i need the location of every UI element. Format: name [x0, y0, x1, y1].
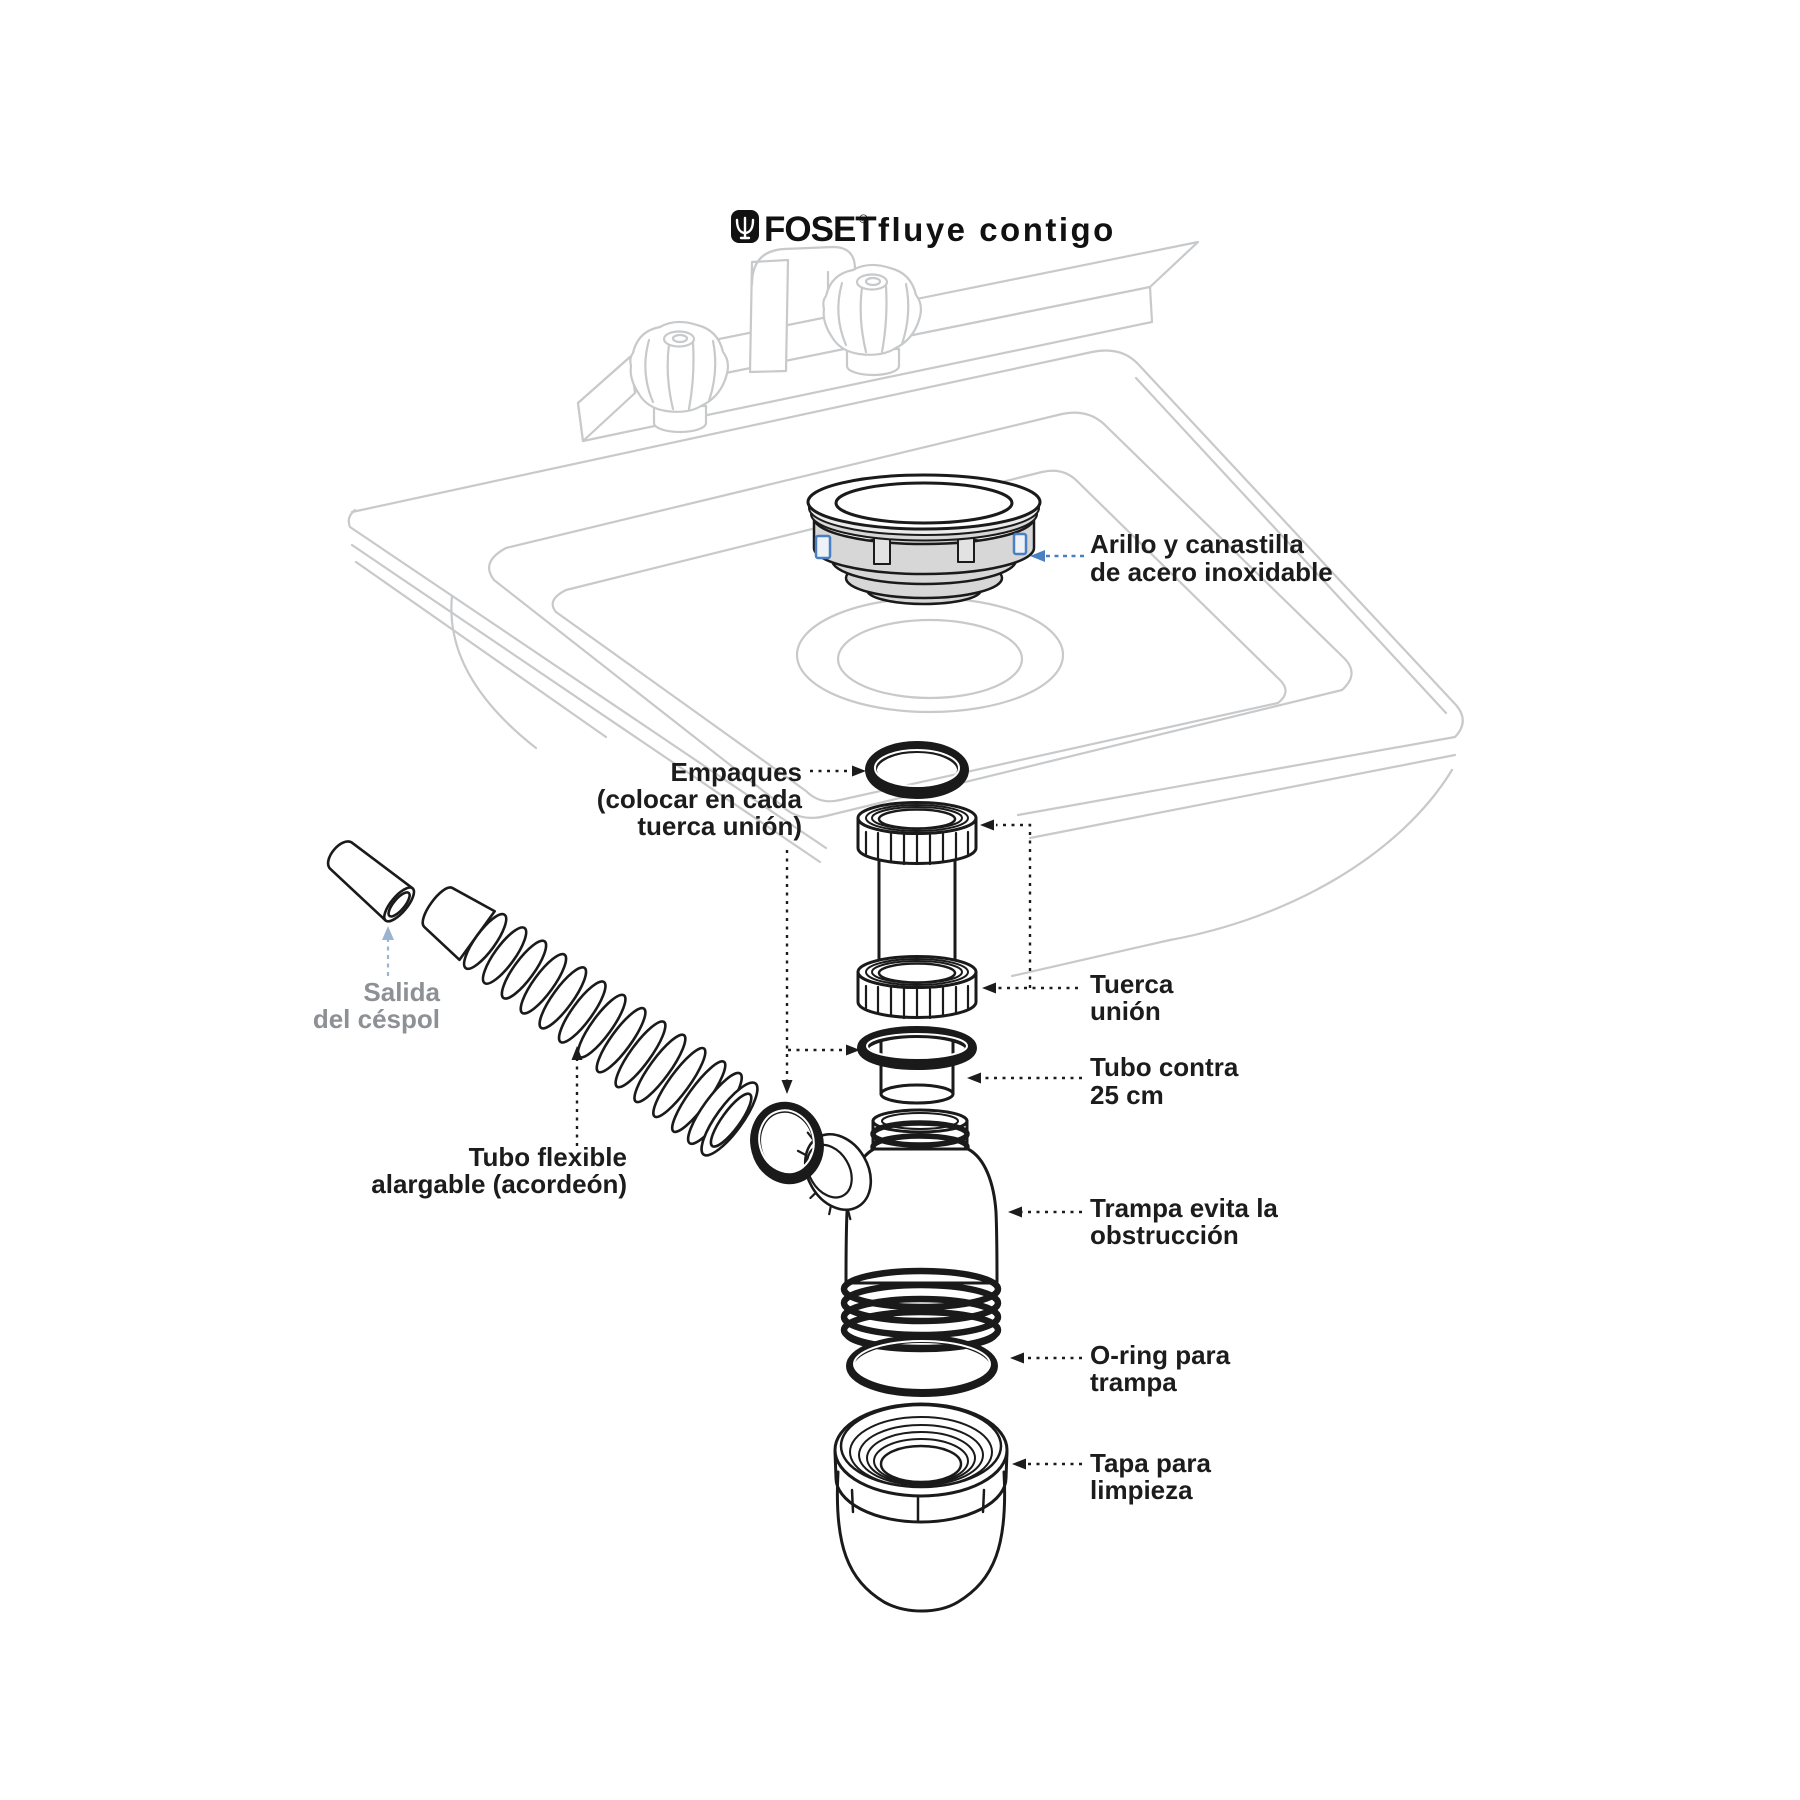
label-salida-cespol: Salida [363, 977, 440, 1007]
svg-text:obstrucción: obstrucción [1090, 1220, 1239, 1250]
label-trampa: Trampa evita la [1090, 1193, 1278, 1223]
trap-oring [846, 1335, 998, 1397]
svg-text:trampa: trampa [1090, 1367, 1177, 1397]
contra-tube [879, 1038, 955, 1105]
label-empaques: Empaques [671, 757, 803, 787]
label-tubo-contra: Tubo contra [1090, 1052, 1239, 1082]
brand-registered-mark: ® [859, 212, 868, 226]
label-tapa: Tapa para [1090, 1448, 1211, 1478]
extension-tube [877, 843, 957, 977]
svg-text:tuerca unión): tuerca unión) [637, 811, 802, 841]
flex-accordion-tube [421, 886, 759, 1157]
faucet-knob [629, 320, 730, 434]
union-nut-lower [856, 955, 978, 1020]
svg-text:de acero inoxidable: de acero inoxidable [1090, 557, 1333, 587]
labels: Arillo y canastilla de acero inoxidable … [313, 529, 1333, 1505]
sink-basin-floor [551, 469, 1287, 803]
outlet-stub-pipe [326, 840, 416, 923]
sink-counter-left-front-edge [347, 508, 828, 850]
svg-text:(colocar en cada: (colocar en cada [597, 784, 803, 814]
flange-lug-right [1012, 532, 1028, 556]
label-oring: O-ring para [1090, 1340, 1231, 1370]
sink-basin-rim [488, 411, 1353, 819]
gasket-ring-side [750, 1101, 824, 1185]
cleanout-cap [833, 1402, 1009, 1613]
svg-text:alargable (acordeón): alargable (acordeón) [371, 1169, 627, 1199]
gasket-ring-mid [857, 1026, 977, 1070]
brand-name: FOSET [764, 210, 876, 249]
gasket-ring-top [865, 741, 969, 799]
label-tuerca-union: Tuerca [1090, 969, 1174, 999]
leader-tuerca-bracket [996, 823, 1032, 988]
svg-text:25 cm: 25 cm [1090, 1080, 1164, 1110]
sink-counter-back-right-edge [350, 349, 1464, 817]
trap-body [796, 1108, 1002, 1353]
svg-text:unión: unión [1090, 996, 1161, 1026]
brand-tagline: fluye contigo [878, 211, 1116, 248]
label-tubo-flexible: Tubo flexible [469, 1142, 627, 1172]
svg-text:limpieza: limpieza [1090, 1475, 1193, 1505]
brand-header: FOSET ® fluye contigo [731, 210, 1116, 249]
svg-text:del céspol: del céspol [313, 1004, 440, 1034]
union-nut-upper [856, 801, 978, 866]
drain-flange [806, 473, 1042, 606]
sink-sketch [347, 240, 1464, 978]
label-arillo: Arillo y canastilla [1090, 529, 1304, 559]
sink-drain-recess [795, 596, 1065, 714]
flange-lug-left [814, 534, 832, 560]
leader-arrows [382, 550, 1086, 1470]
